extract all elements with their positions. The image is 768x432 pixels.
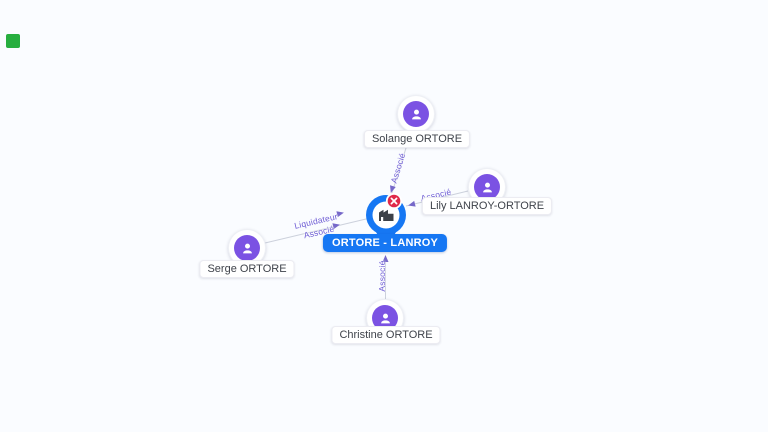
node-label-serge[interactable]: Serge ORTORE bbox=[199, 260, 295, 278]
close-icon bbox=[390, 197, 398, 205]
remove-node-button[interactable] bbox=[385, 192, 403, 210]
arrow-christine-icon bbox=[382, 255, 389, 262]
arrow-serge-liquidateur-icon bbox=[336, 211, 344, 218]
node-label-lily[interactable]: Lily LANROY-ORTORE bbox=[421, 197, 553, 215]
company-node-label[interactable]: ORTORE - LANROY bbox=[322, 234, 448, 252]
building-icon bbox=[379, 209, 394, 221]
person-node-solange[interactable] bbox=[397, 95, 435, 133]
edge-label-christine: Associé bbox=[377, 260, 387, 292]
node-label-christine[interactable]: Christine ORTORE bbox=[331, 326, 441, 344]
edge-serge bbox=[264, 218, 367, 244]
arrow-solange-icon bbox=[390, 185, 396, 193]
arrow-serge-associe-icon bbox=[332, 223, 340, 230]
company-node-pin[interactable] bbox=[362, 191, 410, 251]
node-label-solange[interactable]: Solange ORTORE bbox=[363, 130, 471, 148]
green-status-square bbox=[6, 34, 20, 48]
edge-arrowheads bbox=[332, 185, 416, 262]
person-icon bbox=[474, 174, 500, 200]
arrow-lily-icon bbox=[408, 200, 416, 207]
person-icon bbox=[403, 101, 429, 127]
person-icon bbox=[234, 235, 260, 261]
